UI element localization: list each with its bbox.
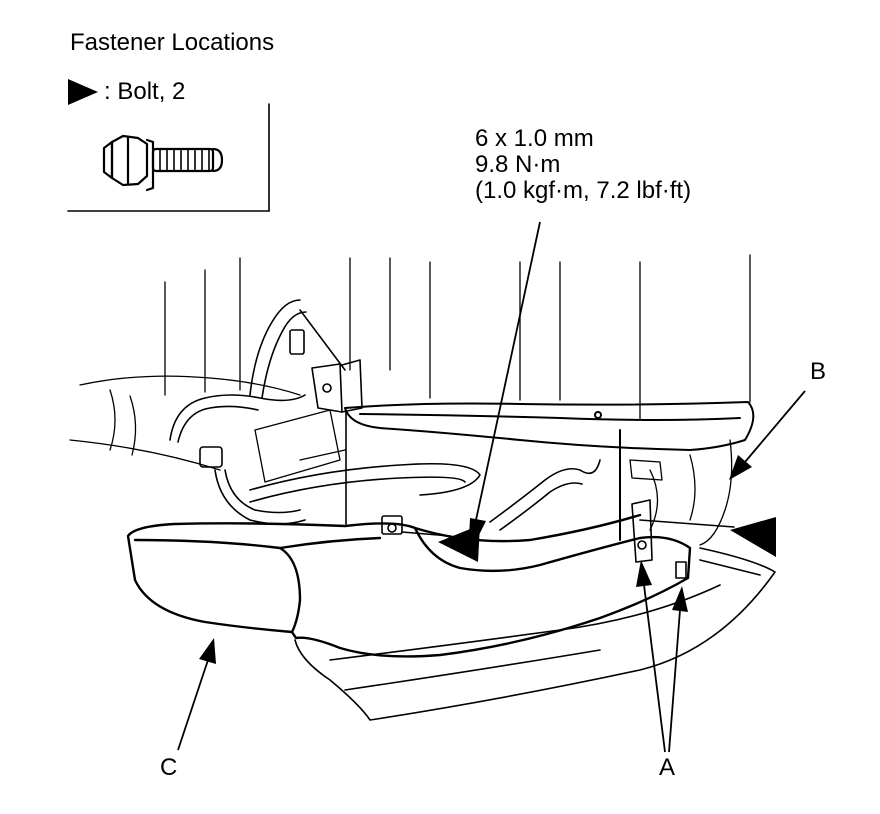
callout-leader-c	[177, 638, 216, 751]
torque-spec-size: 6 x 1.0 mm	[475, 125, 594, 152]
bolt-icon	[102, 134, 224, 192]
torque-spec-alt: (1.0 kgf·m, 7.2 lbf·ft)	[475, 177, 692, 204]
callout-label-b: B	[810, 358, 827, 385]
legend-title: Fastener Locations	[70, 29, 275, 56]
callout-label-a: A	[659, 754, 676, 781]
duct-bellows	[629, 439, 733, 546]
black-triangle-icon	[438, 525, 480, 562]
leader-lines	[345, 409, 735, 537]
torque-spec: 6 x 1.0 mm 9.8 N·m (1.0 kgf·m, 7.2 lbf·f…	[475, 126, 691, 204]
legend-box-frame	[67, 103, 270, 212]
legend-bolt-row: : Bolt, 2	[68, 79, 185, 105]
callout-label-c: C	[160, 754, 178, 781]
torque-pointer-arrow	[468, 221, 541, 557]
callout-leader-a	[636, 560, 688, 753]
duct-bracket	[381, 499, 687, 579]
legend-bolt-label: : Bolt, 2	[104, 78, 186, 105]
upper-bracket	[299, 309, 363, 413]
torque-spec-nm: 9.8 N·m	[475, 151, 561, 178]
wiring-harness	[169, 299, 601, 531]
air-guide-c	[126, 513, 692, 658]
air-guide-b	[344, 401, 755, 541]
black-triangle-icon	[68, 79, 98, 105]
callout-leader-b	[729, 390, 806, 480]
under-cover-panel	[294, 547, 776, 721]
black-triangle-icon	[730, 517, 776, 557]
vehicle-body-structure	[69, 254, 751, 483]
